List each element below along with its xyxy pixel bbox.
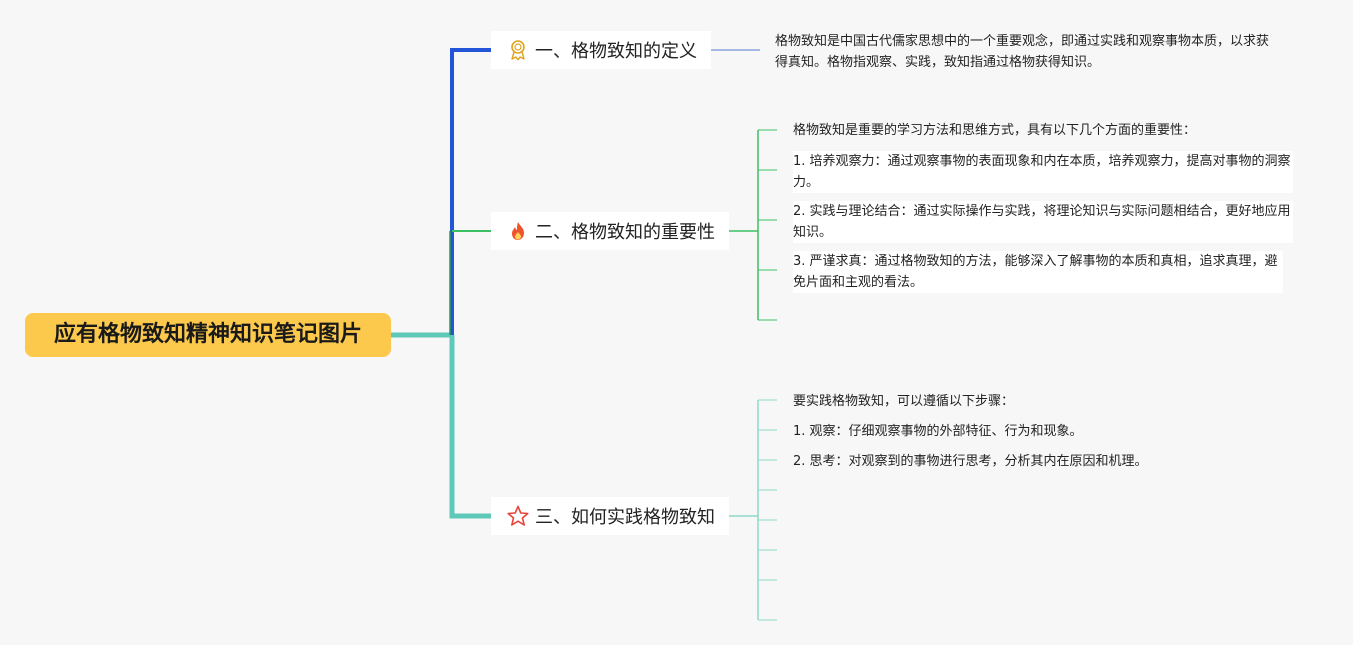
award-ribbon-icon — [505, 37, 531, 63]
branch-1-connector — [450, 48, 491, 335]
branch-3-connector — [449, 335, 491, 519]
practice-step-think[interactable]: 2. 思考：对观察到的事物进行思考，分析其内在原因和机理。 — [793, 454, 1148, 469]
importance-item-truth[interactable]: 3. 严谨求真：通过格物致知的方法，能够深入了解事物的本质和真相，追求真理，避免… — [793, 251, 1283, 293]
practice-bracket — [729, 400, 759, 620]
fire-icon — [505, 218, 531, 244]
branch-topic-importance[interactable]: 二、格物致知的重要性 — [491, 212, 729, 250]
branch-topic-definition[interactable]: 一、格物致知的定义 — [491, 31, 711, 69]
branch-title: 二、格物致知的重要性 — [535, 222, 715, 243]
branch-title: 三、如何实践格物致知 — [535, 507, 715, 528]
importance-item-observation[interactable]: 1. 培养观察力：通过观察事物的表面现象和内在本质，培养观察力，提高对事物的洞察… — [793, 151, 1293, 193]
practice-step-observe[interactable]: 1. 观察：仔细观察事物的外部特征、行为和现象。 — [793, 424, 1083, 439]
importance-intro[interactable]: 格物致知是重要的学习方法和思维方式，具有以下几个方面的重要性： — [793, 123, 1197, 138]
importance-bracket — [729, 130, 759, 320]
definition-text[interactable]: 格物致知是中国古代儒家思想中的一个重要观念，即通过实践和观察事物本质，以求获得真… — [775, 34, 1270, 70]
star-outline-icon — [505, 503, 531, 529]
branch-topic-practice[interactable]: 三、如何实践格物致知 — [491, 497, 729, 535]
branch-title: 一、格物致知的定义 — [535, 41, 697, 62]
practice-intro[interactable]: 要实践格物致知，可以遵循以下步骤： — [793, 394, 1015, 409]
root-topic[interactable]: 应有格物致知精神知识笔记图片 — [25, 313, 391, 357]
importance-item-practice[interactable]: 2. 实践与理论结合：通过实际操作与实践，将理论知识与实际问题相结合，更好地应用… — [793, 201, 1293, 243]
